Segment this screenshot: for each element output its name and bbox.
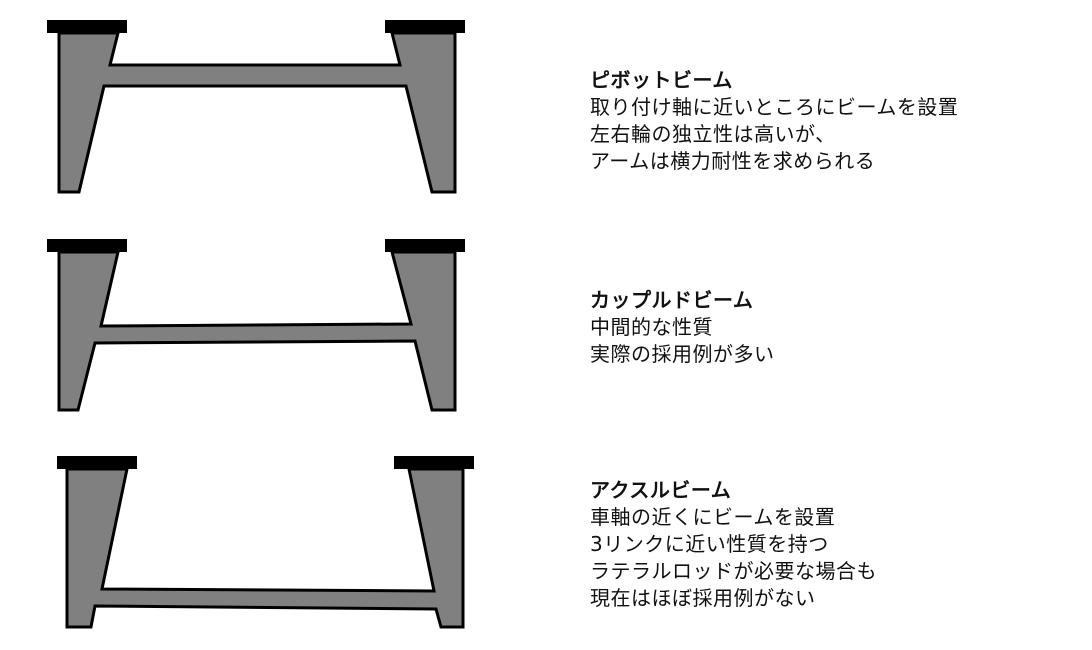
coupled-beam-line: 実際の採用例が多い [590, 342, 775, 366]
left-mount-bar [47, 239, 127, 252]
left-mount-bar [47, 20, 127, 33]
pivot-beam-title: ピボットビーム [590, 68, 733, 92]
axle-beam-line: ラテラルロッドが必要な場合も [590, 559, 877, 583]
pivot-beam-line: 左右輪の独立性は高いが、 [590, 122, 836, 146]
coupled-beam-line: 中間的な性質 [590, 315, 713, 339]
axle-beam-line: 車軸の近くにビームを設置 [590, 505, 836, 529]
coupled-beam-title: カップルドビーム [590, 288, 754, 312]
coupled-beam-description: カップルドビーム 中間的な性質 実際の採用例が多い [590, 287, 775, 368]
pivot-beam-line: アームは横力耐性を求められる [590, 149, 876, 173]
pivot-beam-line: 取り付け軸に近いところにビームを設置 [590, 95, 959, 119]
axle-beam-shape [65, 467, 465, 629]
axle-beam-figure [57, 456, 474, 629]
left-mount-bar [57, 456, 137, 469]
pivot-beam-description: ピボットビーム 取り付け軸に近いところにビームを設置 左右輪の独立性は高いが、 … [590, 67, 958, 175]
axle-beam-description: アクスルビーム 車軸の近くにビームを設置 3リンクに近い性質を持つ ラテラルロッ… [590, 477, 877, 612]
right-mount-bar [394, 456, 474, 469]
right-mount-bar [385, 20, 465, 33]
axle-beam-title: アクスルビーム [590, 478, 732, 502]
coupled-beam-figure [47, 239, 465, 412]
pivot-beam-figure [47, 20, 465, 194]
pivot-beam-shape [57, 31, 457, 194]
axle-beam-line: 現在はほぼ採用例がない [590, 586, 816, 610]
coupled-beam-shape [57, 250, 457, 412]
right-mount-bar [385, 239, 465, 252]
axle-beam-line: 3リンクに近い性質を持つ [590, 532, 829, 556]
